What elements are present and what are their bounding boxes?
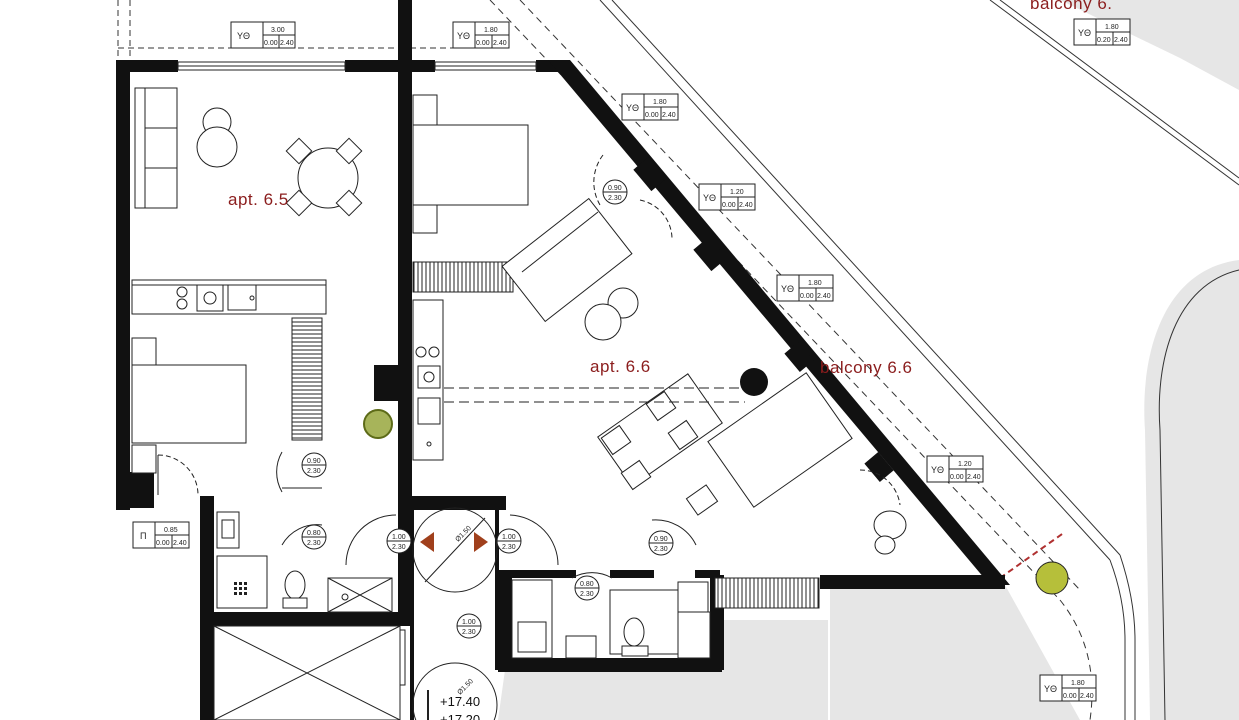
door-tag-d1: 0.90 2.30 — [602, 179, 628, 205]
svg-text:1.80: 1.80 — [653, 99, 667, 106]
svg-text:0.90: 0.90 — [608, 185, 622, 192]
room-label-apt-66: apt. 6.6 — [590, 357, 651, 376]
tree-icon — [1035, 561, 1069, 595]
svg-text:2.40: 2.40 — [280, 40, 294, 47]
door-tag-d5: 1.00 2.30 — [496, 528, 522, 554]
svg-text:0.80: 0.80 — [307, 530, 321, 537]
window-tag-w4: YΘ 1.20 0.00 2.40 — [698, 183, 756, 211]
svg-text:2.30: 2.30 — [392, 544, 406, 551]
svg-text:YΘ: YΘ — [931, 465, 944, 475]
room-label-balcony-top: balcony 6. — [1030, 0, 1113, 13]
apt-65-furniture — [131, 87, 363, 474]
svg-text:2.40: 2.40 — [173, 540, 187, 547]
window-tag-w9: Π 0.85 0.00 2.40 — [132, 521, 190, 549]
svg-text:2.40: 2.40 — [739, 202, 753, 209]
svg-text:1.80: 1.80 — [808, 280, 822, 287]
svg-text:0.00: 0.00 — [722, 202, 736, 209]
window-tag-w5: YΘ 1.80 0.00 2.40 — [776, 274, 834, 302]
door-tag-d4: 1.00 2.30 — [386, 528, 412, 554]
svg-text:2.30: 2.30 — [580, 591, 594, 598]
svg-text:Π: Π — [140, 531, 147, 541]
svg-text:0.00: 0.00 — [476, 40, 490, 47]
svg-text:2.30: 2.30 — [608, 195, 622, 202]
window-tag-w3: YΘ 1.80 0.00 2.40 — [621, 93, 679, 121]
svg-text:1.80: 1.80 — [1105, 24, 1119, 31]
svg-text:1.00: 1.00 — [392, 534, 406, 541]
svg-text:0.20: 0.20 — [1097, 37, 1111, 44]
window-tag-w7: YΘ 1.20 0.00 2.40 — [926, 455, 984, 483]
plant-icon — [363, 409, 393, 439]
svg-text:0.00: 0.00 — [264, 40, 278, 47]
door-tag-d8: 1.00 2.30 — [456, 613, 482, 639]
svg-text:2.40: 2.40 — [1114, 37, 1128, 44]
svg-text:2.40: 2.40 — [1080, 693, 1094, 700]
svg-text:1.00: 1.00 — [462, 619, 476, 626]
svg-text:2.40: 2.40 — [493, 40, 507, 47]
svg-text:1.00: 1.00 — [502, 534, 516, 541]
window-tag-w1: YΘ 3.00 0.00 2.40 — [230, 21, 296, 49]
lift-circle — [412, 507, 498, 720]
svg-text:0.00: 0.00 — [1063, 693, 1077, 700]
svg-text:YΘ: YΘ — [457, 31, 470, 41]
svg-text:0.90: 0.90 — [654, 536, 668, 543]
svg-text:1.20: 1.20 — [958, 461, 972, 468]
svg-text:YΘ: YΘ — [1044, 684, 1057, 694]
windows — [177, 61, 537, 71]
door-tag-d6: 0.90 2.30 — [648, 530, 674, 556]
level-mark-1: +17.40 — [440, 694, 480, 709]
svg-text:0.00: 0.00 — [950, 474, 964, 481]
svg-text:2.30: 2.30 — [307, 540, 321, 547]
svg-text:0.90: 0.90 — [307, 458, 321, 465]
svg-text:YΘ: YΘ — [1078, 28, 1091, 38]
svg-text:1.80: 1.80 — [1071, 680, 1085, 687]
svg-text:0.00: 0.00 — [800, 293, 814, 300]
svg-text:0.00: 0.00 — [645, 112, 659, 119]
room-label-apt-65: apt. 6.5 — [228, 190, 289, 209]
exterior-shading — [498, 0, 1239, 720]
svg-text:1.20: 1.20 — [730, 189, 744, 196]
svg-text:YΘ: YΘ — [237, 31, 250, 41]
level-mark-2: +17.20 — [440, 712, 480, 720]
svg-text:1.80: 1.80 — [484, 27, 498, 34]
svg-text:YΘ: YΘ — [781, 284, 794, 294]
door-tag-d7: 0.80 2.30 — [574, 575, 600, 601]
structural-column-marker — [740, 368, 768, 396]
window-tag-w8: YΘ 1.80 0.00 2.40 — [1039, 674, 1097, 702]
svg-text:0.80: 0.80 — [580, 581, 594, 588]
svg-text:YΘ: YΘ — [703, 193, 716, 203]
svg-text:3.00: 3.00 — [271, 27, 285, 34]
walls — [116, 0, 1010, 720]
svg-text:2.40: 2.40 — [662, 112, 676, 119]
svg-text:YΘ: YΘ — [626, 103, 639, 113]
svg-text:0.00: 0.00 — [156, 540, 170, 547]
window-tag-w2: YΘ 1.80 0.00 2.40 — [452, 21, 510, 49]
svg-text:2.40: 2.40 — [967, 474, 981, 481]
window-tag-w6: YΘ 1.80 0.20 2.40 — [1073, 18, 1131, 46]
svg-text:2.30: 2.30 — [462, 629, 476, 636]
room-label-balcony-66: balcony 6.6 — [820, 358, 912, 377]
bathrooms — [213, 511, 711, 720]
svg-text:0.85: 0.85 — [164, 527, 178, 534]
door-swings — [157, 154, 901, 579]
svg-text:2.40: 2.40 — [817, 293, 831, 300]
svg-text:2.30: 2.30 — [502, 544, 516, 551]
door-tag-d2: 0.90 2.30 — [301, 452, 327, 478]
svg-text:2.30: 2.30 — [307, 468, 321, 475]
svg-text:2.30: 2.30 — [654, 546, 668, 553]
door-tag-d3: 0.80 2.30 — [301, 524, 327, 550]
